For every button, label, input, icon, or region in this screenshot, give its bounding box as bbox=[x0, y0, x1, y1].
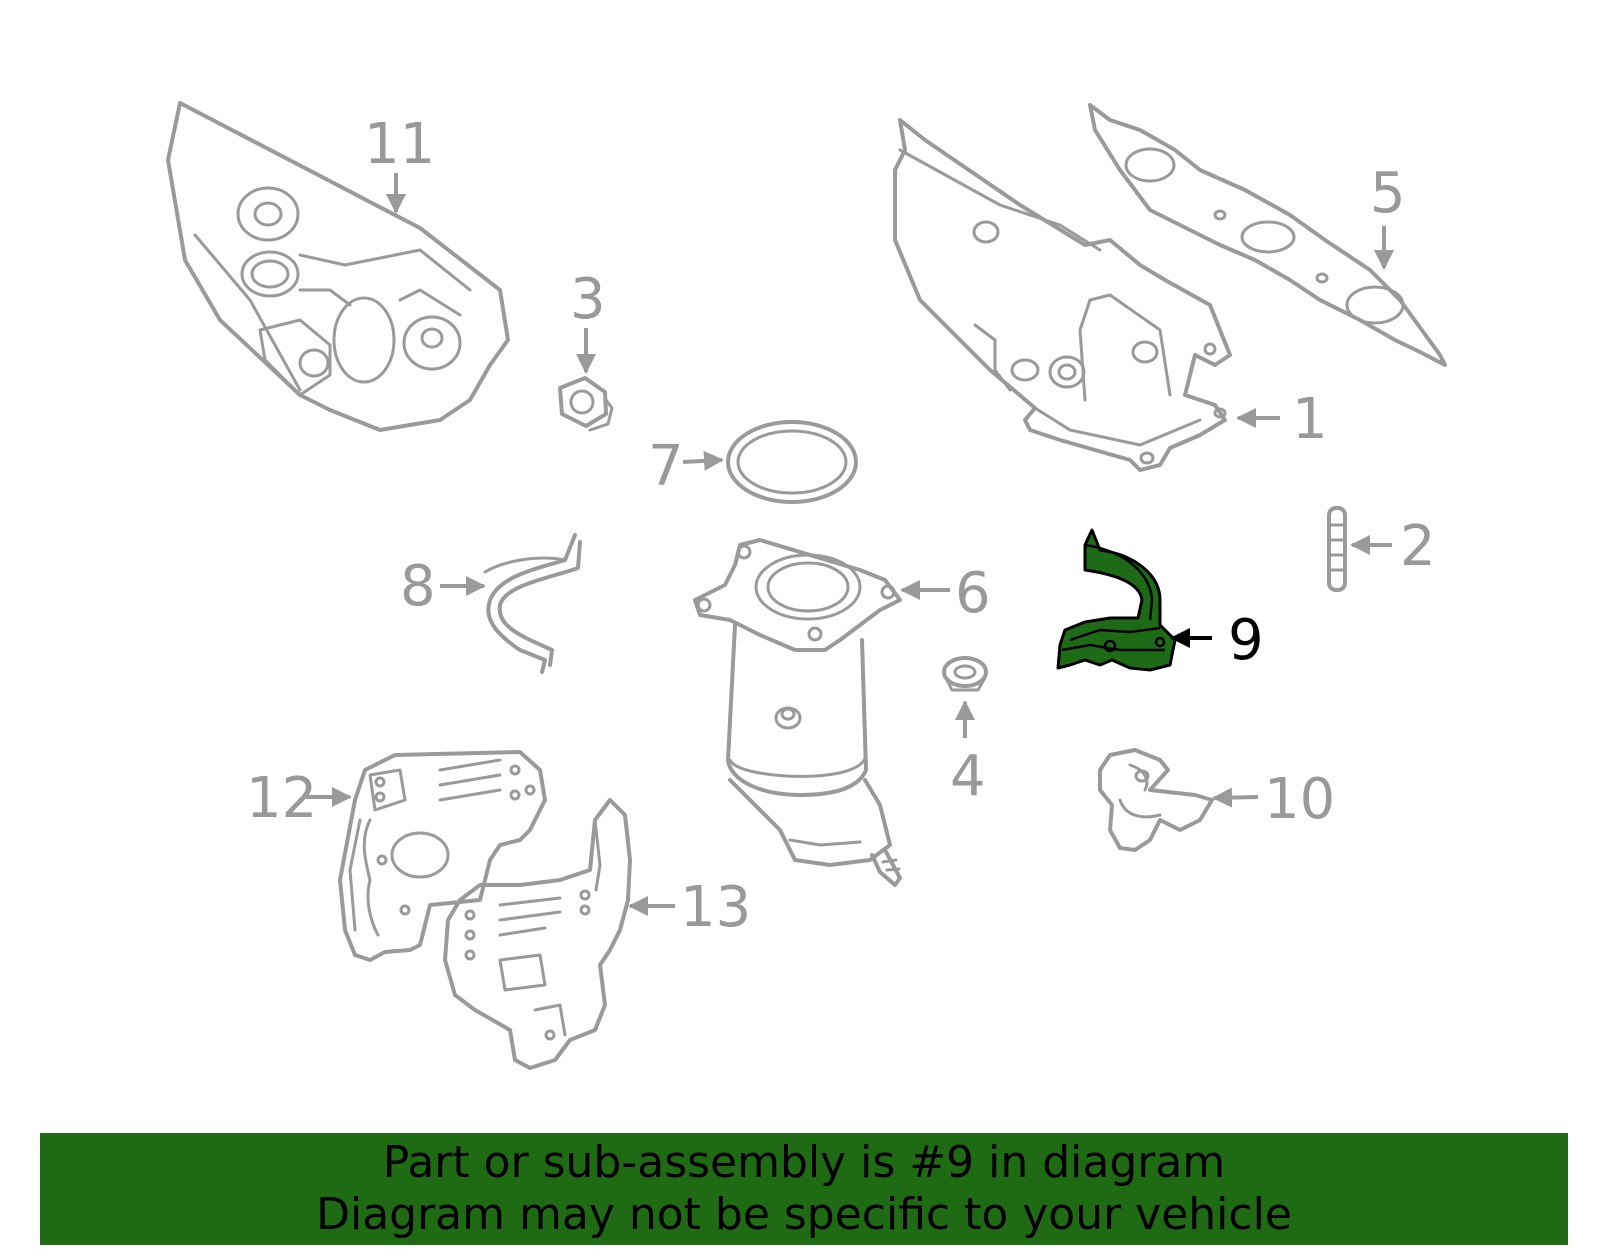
callout-3[interactable]: 3 bbox=[570, 267, 606, 332]
callout-8[interactable]: 8 bbox=[400, 554, 436, 619]
part-8-clamp[interactable] bbox=[483, 533, 582, 674]
leader-7 bbox=[682, 450, 724, 471]
callout-1[interactable]: 1 bbox=[1292, 387, 1328, 452]
part-5-manifold-gasket[interactable] bbox=[1088, 103, 1447, 367]
callout-9[interactable]: 9 bbox=[1228, 608, 1264, 673]
part-13-lower-heat-shield[interactable] bbox=[443, 798, 632, 1070]
callout-13[interactable]: 13 bbox=[680, 875, 751, 940]
callout-12[interactable]: 12 bbox=[246, 766, 317, 831]
part-7-gasket-ring[interactable] bbox=[726, 420, 858, 504]
part-2-stud[interactable] bbox=[1327, 506, 1347, 592]
part-1-exhaust-manifold[interactable] bbox=[893, 118, 1232, 472]
part-3-nut[interactable] bbox=[558, 376, 614, 432]
callout-5[interactable]: 5 bbox=[1370, 161, 1406, 226]
banner-line-disclaimer: Diagram may not be specific to your vehi… bbox=[316, 1189, 1292, 1240]
part-12-lower-heat-shield[interactable] bbox=[338, 750, 547, 962]
banner-line-part-number: Part or sub-assembly is #9 in diagram bbox=[382, 1137, 1226, 1188]
part-11-heat-shield[interactable] bbox=[166, 101, 510, 432]
leader-10 bbox=[1212, 787, 1259, 808]
part-4-grommet[interactable] bbox=[942, 656, 988, 692]
info-banner: Part or sub-assembly is #9 in diagram Di… bbox=[40, 1133, 1568, 1245]
callout-11[interactable]: 11 bbox=[364, 112, 435, 177]
part-6-catalytic-converter[interactable] bbox=[693, 538, 902, 887]
callout-4[interactable]: 4 bbox=[950, 744, 986, 809]
callout-10[interactable]: 10 bbox=[1264, 767, 1335, 832]
callout-6[interactable]: 6 bbox=[955, 561, 991, 626]
part-9-heat-shield-bracket[interactable] bbox=[1056, 528, 1177, 672]
part-10-bracket[interactable] bbox=[1098, 748, 1214, 852]
callout-2[interactable]: 2 bbox=[1400, 514, 1436, 579]
callout-7[interactable]: 7 bbox=[648, 434, 684, 499]
